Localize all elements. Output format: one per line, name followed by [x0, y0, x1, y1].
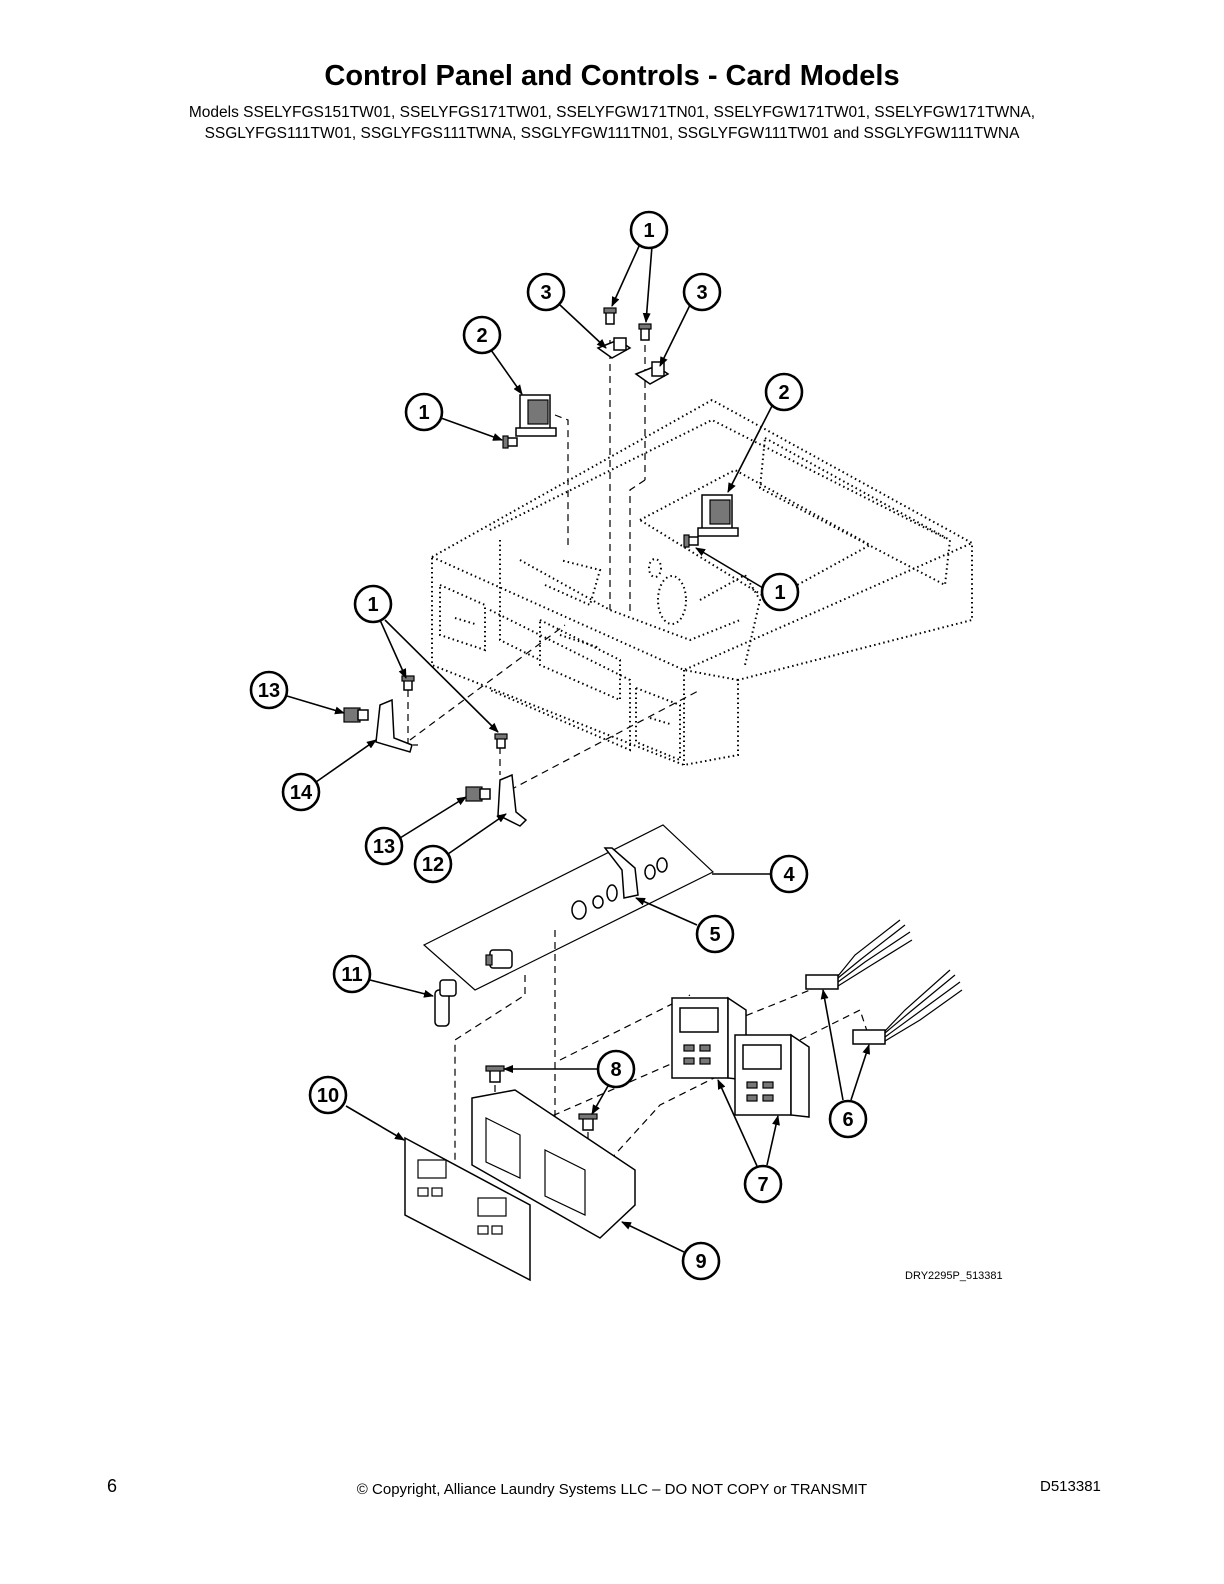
- svg-text:1: 1: [643, 220, 654, 242]
- control-panel-plate: [422, 824, 715, 991]
- svg-text:14: 14: [290, 782, 313, 804]
- leader-lines: [286, 243, 871, 1253]
- svg-text:1: 1: [418, 402, 429, 424]
- transformer-part: [515, 394, 739, 537]
- diagram-reference-code: DRY2295P_513381: [905, 1270, 1003, 1282]
- page-title: Control Panel and Controls - Card Models: [324, 60, 900, 92]
- document-number: D513381: [1040, 1478, 1101, 1495]
- callout-4: 4: [769, 854, 809, 894]
- models-line-2: SSGLYFGS111TW01, SSGLYFGS111TWNA, SSGLYF…: [204, 125, 1020, 142]
- switch-bracket-part: [343, 698, 528, 827]
- models-line-1: Models SSELYFGS151TW01, SSELYFGS171TW01,…: [188, 104, 1036, 121]
- callout-2: 2: [462, 315, 502, 355]
- svg-text:13: 13: [258, 680, 280, 702]
- svg-text:10: 10: [317, 1085, 339, 1107]
- mounting-bracket-part: [471, 1089, 636, 1239]
- callout-3: 3: [526, 272, 566, 312]
- lock-part: [434, 979, 457, 1027]
- callout-12: 12: [413, 844, 453, 884]
- svg-text:8: 8: [610, 1059, 621, 1081]
- parts: [343, 307, 963, 1282]
- callout-3: 3: [682, 272, 722, 312]
- callout-2: 2: [764, 372, 804, 412]
- callout-6: 6: [828, 1099, 868, 1139]
- svg-text:1: 1: [367, 594, 378, 616]
- svg-text:11: 11: [341, 964, 362, 986]
- callout-9: 9: [681, 1241, 721, 1281]
- callout-1: 1: [404, 392, 444, 432]
- callout-10: 10: [308, 1075, 348, 1115]
- svg-text:6: 6: [842, 1109, 853, 1131]
- page-number: 6: [107, 1476, 118, 1496]
- svg-text:4: 4: [783, 864, 795, 886]
- svg-text:2: 2: [778, 382, 789, 404]
- svg-text:5: 5: [709, 924, 720, 946]
- svg-text:2: 2: [476, 325, 487, 347]
- callouts: 1 3 3 2 1 2 1 1 13 14 13 12 4 5 11 6 8 1…: [249, 210, 868, 1281]
- callout-13: 13: [249, 670, 289, 710]
- callout-7: 7: [743, 1164, 783, 1204]
- svg-text:7: 7: [757, 1174, 768, 1196]
- console-cabinet: [431, 398, 973, 767]
- svg-text:1: 1: [774, 582, 785, 604]
- callout-13: 13: [364, 826, 404, 866]
- callout-11: 11: [332, 954, 372, 994]
- callout-1: 1: [629, 210, 669, 250]
- wire-harness-part: [805, 919, 963, 1045]
- overlay-panel-part: [404, 1136, 531, 1282]
- callout-1: 1: [760, 572, 800, 612]
- callout-1: 1: [353, 584, 393, 624]
- models-subtitle: Models SSELYFGS151TW01, SSELYFGS171TW01,…: [0, 102, 1224, 144]
- svg-text:3: 3: [540, 282, 551, 304]
- svg-text:13: 13: [373, 836, 395, 858]
- screw-part: [401, 307, 699, 749]
- callout-5: 5: [695, 914, 735, 954]
- clip-part: [596, 337, 670, 385]
- control-module-part: [671, 996, 810, 1118]
- copyright-notice: © Copyright, Alliance Laundry Systems LL…: [356, 1481, 868, 1498]
- callout-8: 8: [596, 1049, 636, 1089]
- callout-14: 14: [281, 772, 321, 812]
- svg-text:12: 12: [422, 854, 444, 876]
- svg-text:3: 3: [696, 282, 707, 304]
- svg-text:9: 9: [695, 1251, 706, 1273]
